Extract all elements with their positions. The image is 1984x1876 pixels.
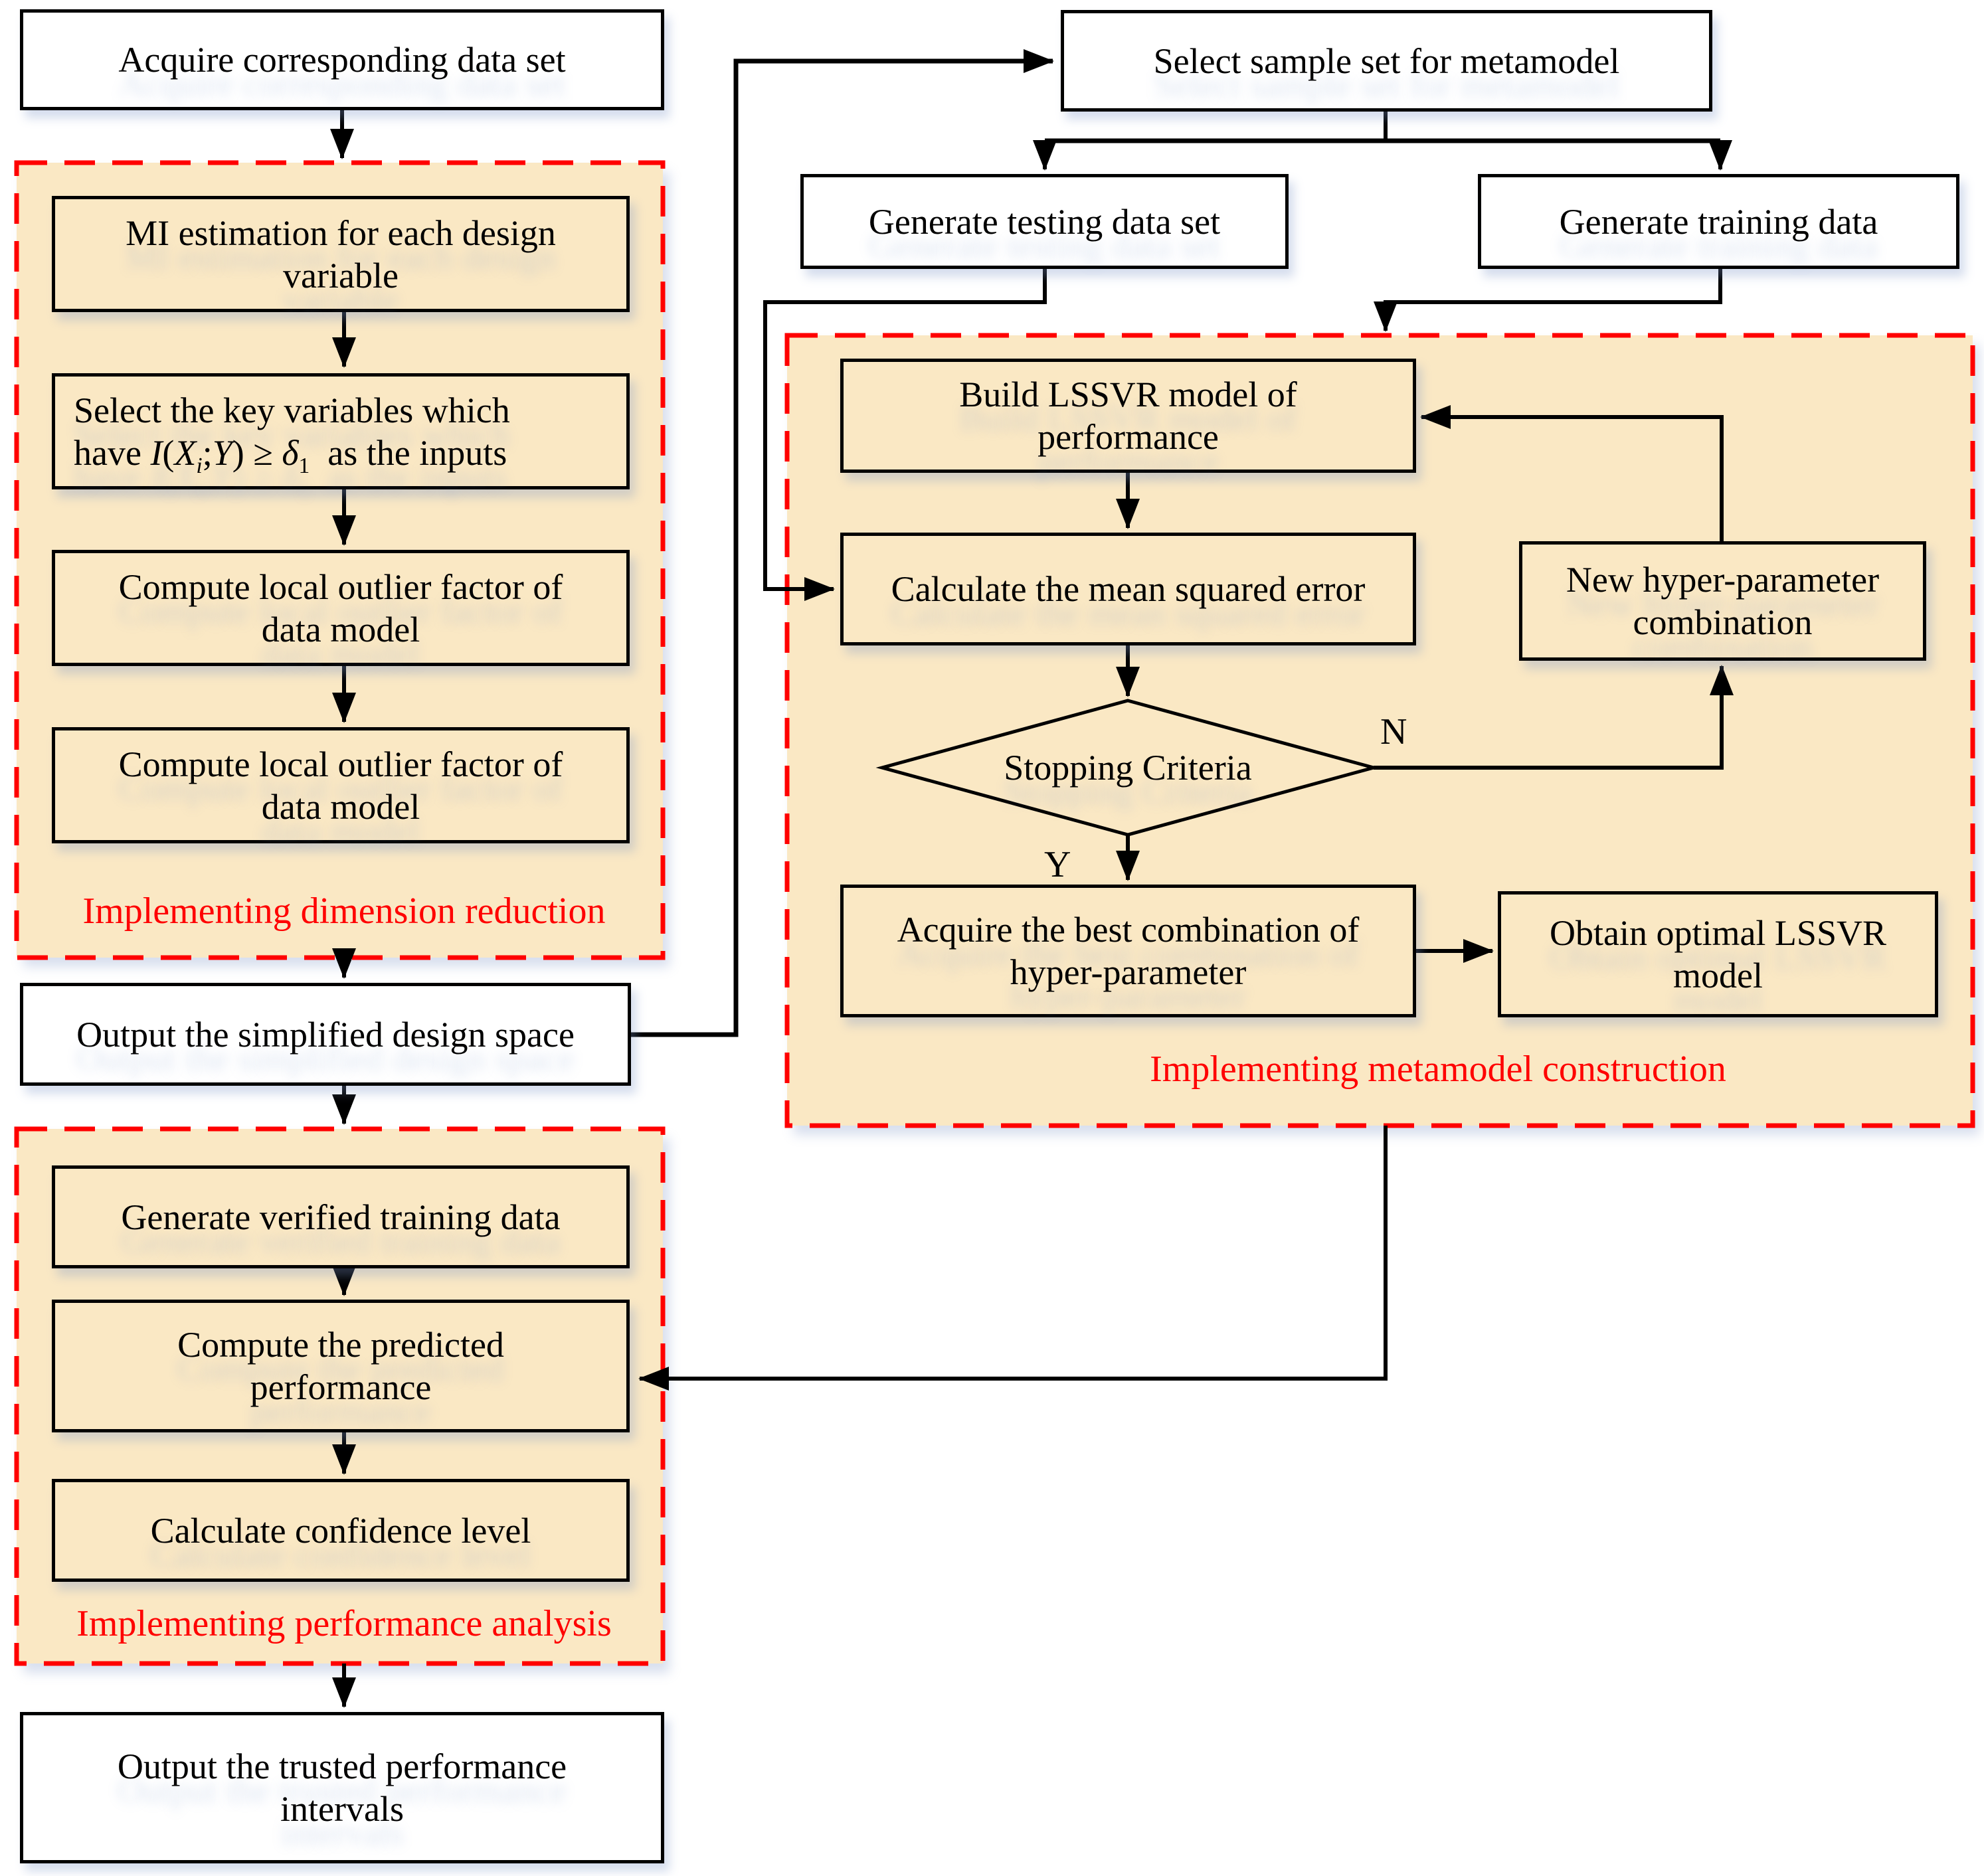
node-label: Output the simplified design space xyxy=(76,1014,575,1055)
node-label-line2: combination xyxy=(1633,602,1813,642)
node-generate-testing: Generate testing data set xyxy=(800,174,1289,269)
connector-group3-to-predicted xyxy=(638,1126,1388,1391)
node-label-line2: hyper-parameter xyxy=(1010,952,1247,992)
node-label: Acquire corresponding data set xyxy=(118,40,566,80)
node-label: Calculate the mean squared error xyxy=(891,569,1366,609)
math-Y: Y xyxy=(212,432,232,473)
node-lof-1: Compute local outlier factor of data mod… xyxy=(52,550,630,666)
node-mi-estimation: MI estimation for each design variable xyxy=(52,196,630,312)
node-lof-2: Compute local outlier factor of data mod… xyxy=(52,727,630,843)
node-select-sample: Select sample set for metamodel xyxy=(1061,10,1712,112)
group-label-metamodel-construction: Implementing metamodel construction xyxy=(1039,1049,1837,1090)
math-semicolon: ; xyxy=(202,432,213,473)
dashed-border-performance-analysis xyxy=(14,1126,666,1666)
math-delta: δ xyxy=(282,432,299,473)
node-label-line1: Compute local outlier factor of xyxy=(118,744,563,784)
decision-diamond xyxy=(875,699,1380,837)
branch-label-n: N xyxy=(1380,712,1407,752)
node-label-line1: Compute local outlier factor of xyxy=(118,566,563,607)
node-label-line2: variable xyxy=(283,255,399,296)
math-sub-1: 1 xyxy=(298,453,310,478)
node-select-key-variables: Select the key variables which have I(Xi… xyxy=(52,373,630,489)
connector-output-to-select-sample xyxy=(631,49,1054,1037)
node-label-line2: performance xyxy=(250,1367,432,1407)
connector-testing-to-mse xyxy=(763,269,1047,601)
node-label-line2: intervals xyxy=(280,1789,404,1829)
node-label-line2: performance xyxy=(1037,417,1219,457)
node-label: Select sample set for metamodel xyxy=(1153,41,1620,81)
node-generate-training: Generate training data xyxy=(1478,174,1959,269)
node-new-hyper: New hyper-parameter combination xyxy=(1519,541,1926,661)
node-stopping-criteria: Stopping Criteria xyxy=(962,744,1294,792)
node-label-line2: data model xyxy=(261,786,420,827)
group-label-performance-analysis: Implementing performance analysis xyxy=(39,1603,650,1644)
node-acquire-best: Acquire the best combination of hyper-pa… xyxy=(840,885,1416,1017)
math-X: X xyxy=(174,432,197,473)
connector-diamond-n-to-newhyper xyxy=(1374,665,1734,770)
math-I: I xyxy=(150,432,163,473)
node-label-line2: model xyxy=(1673,956,1763,995)
node-label-line2: data model xyxy=(261,609,420,649)
node-label: Generate verified training data xyxy=(121,1197,561,1237)
group-label-text: Implementing metamodel construction xyxy=(1150,1049,1726,1090)
math-tail: as the inputs xyxy=(327,432,507,473)
node-output-design-space: Output the simplified design space xyxy=(20,983,631,1086)
node-acquire-data: Acquire corresponding data set xyxy=(20,9,664,110)
node-label-line1: Select the key variables which xyxy=(74,390,510,430)
node-label-line1: Acquire the best combination of xyxy=(897,910,1360,950)
node-label: Stopping Criteria xyxy=(1004,748,1252,788)
node-label-line1: New hyper-parameter xyxy=(1566,560,1880,600)
node-label-line1: MI estimation for each design xyxy=(126,213,556,253)
node-label-line1: Build LSSVR model of xyxy=(959,375,1297,414)
node-label-line1: Obtain optimal LSSVR xyxy=(1549,913,1886,953)
math-have: have xyxy=(74,432,151,473)
node-label-line2-math: have I(Xi;Y) ≥ δ1 as the inputs xyxy=(74,432,507,478)
node-calc-mse: Calculate the mean squared error xyxy=(840,533,1416,645)
branch-label-y: Y xyxy=(1044,845,1071,885)
group-label-text: Implementing performance analysis xyxy=(76,1603,612,1644)
node-label-line1: Output the trusted performance xyxy=(117,1747,567,1786)
group-label-dimension-reduction: Implementing dimension reduction xyxy=(39,891,650,932)
node-obtain-optimal: Obtain optimal LSSVR model xyxy=(1498,891,1938,1017)
branch-y-text: Y xyxy=(1044,844,1071,885)
node-label-line1: Compute the predicted xyxy=(177,1325,504,1365)
dashed-border-metamodel-construction xyxy=(784,333,1975,1128)
connector-newhyper-to-build xyxy=(1420,405,1724,541)
branch-n-text: N xyxy=(1380,711,1407,752)
math-geq: ≥ xyxy=(244,432,282,473)
node-generate-verified: Generate verified training data xyxy=(52,1165,630,1268)
node-label: Calculate confidence level xyxy=(150,1510,531,1551)
node-confidence-level: Calculate confidence level xyxy=(52,1479,630,1582)
math-sub-i: i xyxy=(196,453,203,478)
node-output-intervals: Output the trusted performance intervals xyxy=(20,1712,664,1863)
group-label-text: Implementing dimension reduction xyxy=(82,891,606,932)
node-label: Generate training data xyxy=(1559,201,1878,242)
math-lparen: ( xyxy=(162,432,175,473)
node-compute-predicted: Compute the predicted performance xyxy=(52,1300,630,1432)
math-rparen: ) xyxy=(232,432,244,473)
connector-training-to-group3 xyxy=(1374,269,1722,332)
node-build-lssvr: Build LSSVR model of performance xyxy=(840,359,1416,473)
node-label: Generate testing data set xyxy=(868,201,1221,242)
